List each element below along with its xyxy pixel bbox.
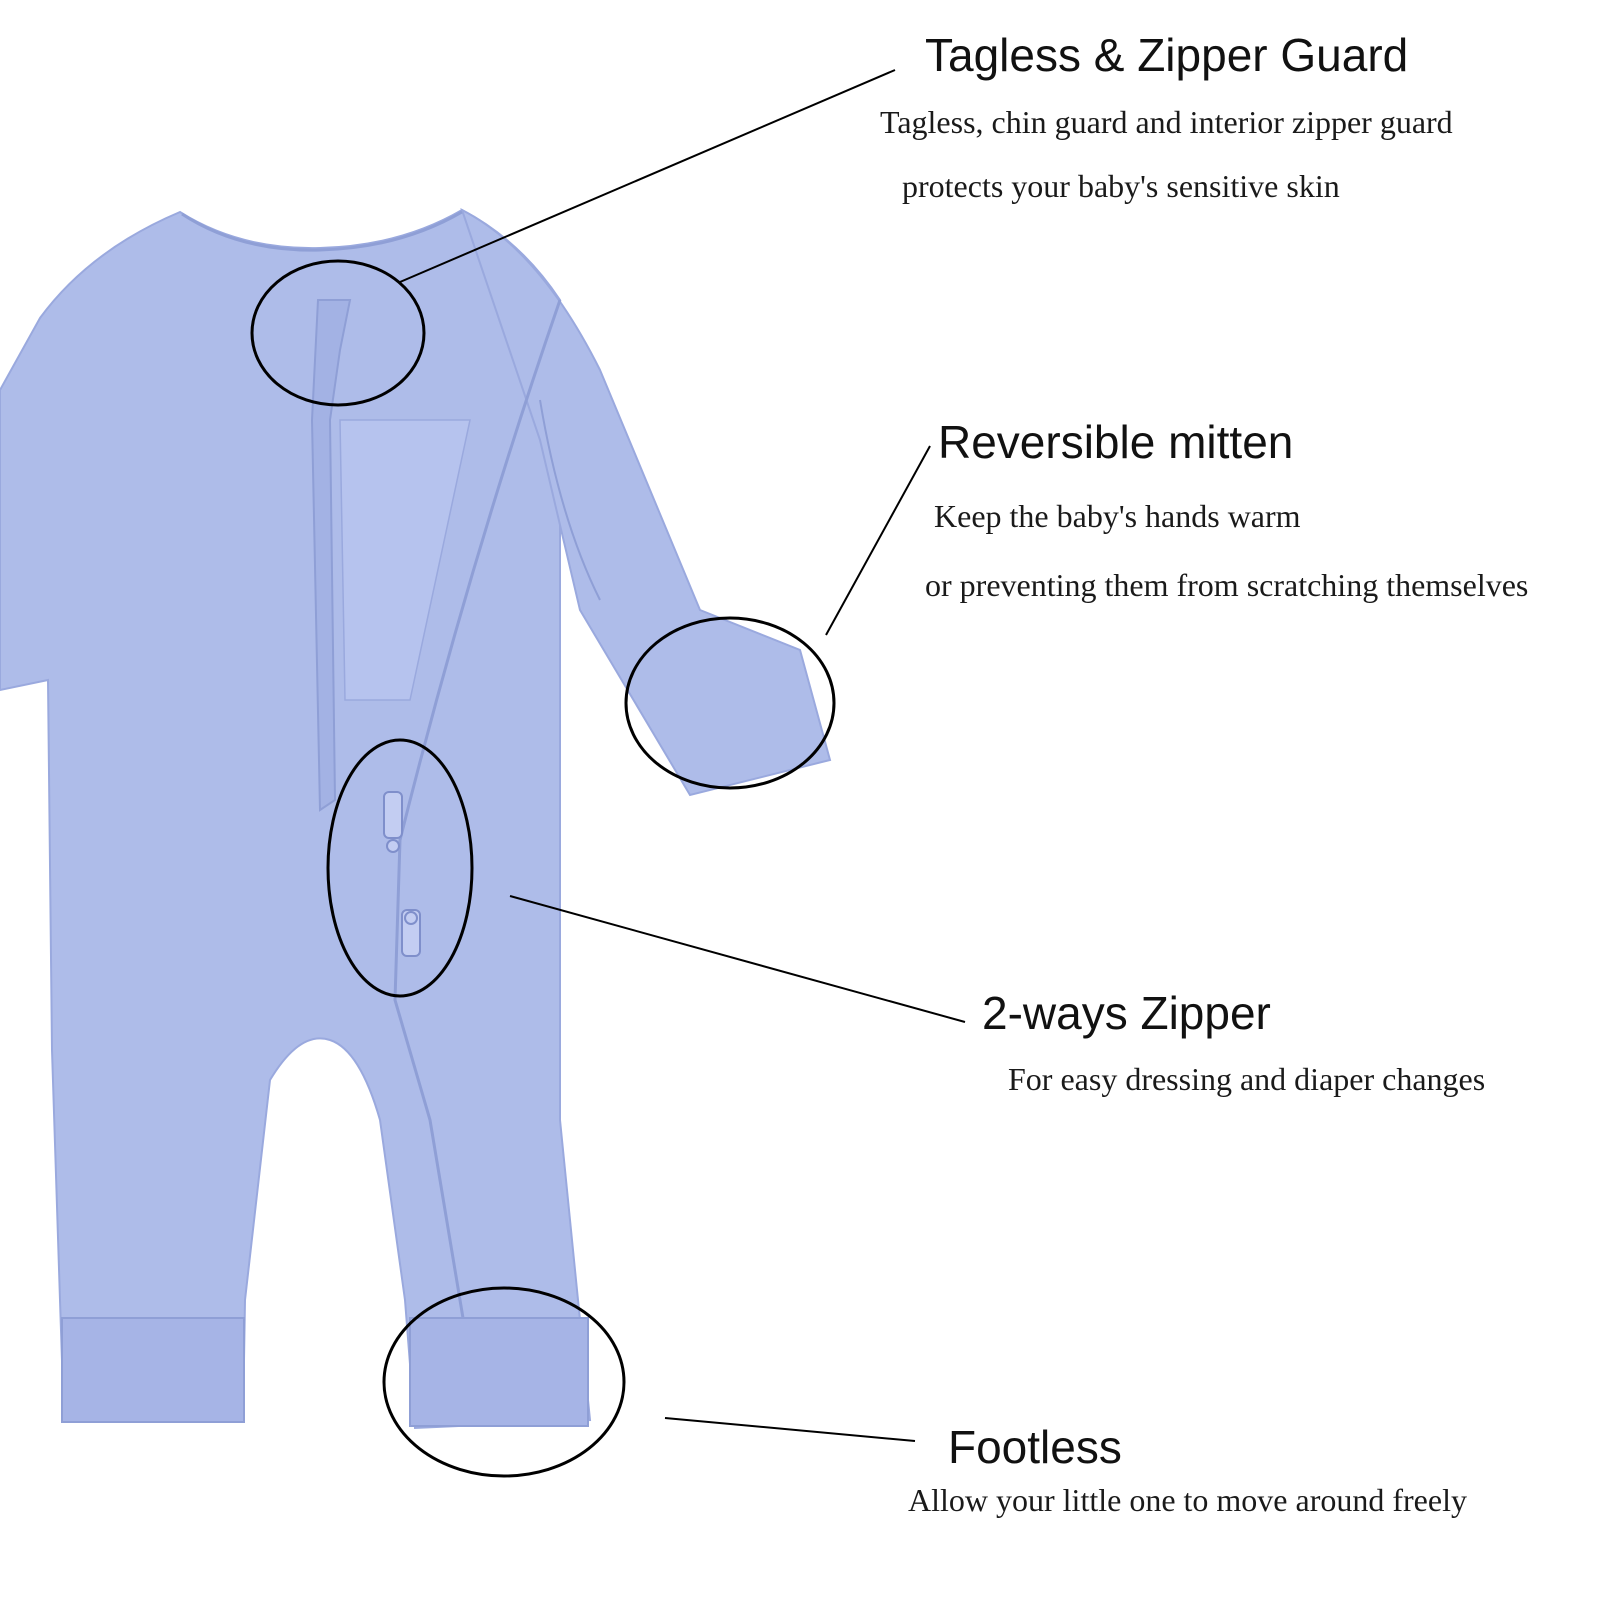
feature-desc-footless-line1: Allow your little one to move around fre… xyxy=(908,1482,1467,1518)
callout-circle-zipper xyxy=(326,738,474,998)
leader-line-collar xyxy=(399,69,896,283)
feature-desc-tagless-line2: protects your baby's sensitive skin xyxy=(902,168,1340,204)
callout-circle-cuff xyxy=(382,1286,626,1478)
romper-body xyxy=(0,208,592,1430)
feature-desc-mitten-line2: or preventing them from scratching thems… xyxy=(925,567,1529,603)
inner-front-panel xyxy=(339,419,471,701)
feature-title-tagless: Tagless & Zipper Guard xyxy=(925,29,1409,81)
feature-desc-tagless-line1: Tagless, chin guard and interior zipper … xyxy=(880,104,1453,140)
leader-line-mitten xyxy=(825,445,931,636)
neckline-binding xyxy=(181,210,463,252)
feature-title-zipper: 2-ways Zipper xyxy=(982,987,1271,1039)
feature-title-mitten: Reversible mitten xyxy=(938,416,1294,468)
zipper-pull-upper xyxy=(383,791,403,853)
feature-desc-zipper-line1: For easy dressing and diaper changes xyxy=(1008,1061,1486,1097)
feature-desc-mitten-line1: Keep the baby's hands warm xyxy=(934,498,1301,534)
callout-circle-collar xyxy=(250,259,426,407)
leader-line-zipper xyxy=(509,895,966,1023)
romper-right-sleeve xyxy=(460,207,832,797)
leader-line-cuff xyxy=(664,1417,916,1442)
zipper-pull-lower xyxy=(401,909,421,957)
feature-title-footless: Footless xyxy=(948,1421,1122,1473)
zipper-placket xyxy=(310,299,352,812)
right-ankle-cuff xyxy=(409,1317,589,1427)
callout-circle-mitten xyxy=(624,616,836,790)
sleeve-seam xyxy=(539,399,601,601)
zipper-track xyxy=(393,299,562,1331)
left-ankle-cuff xyxy=(61,1317,245,1423)
